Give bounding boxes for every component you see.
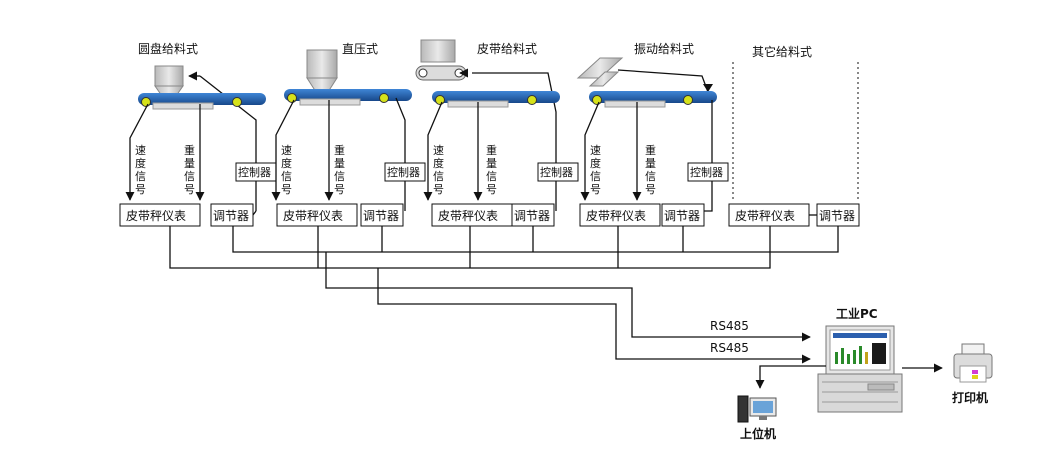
speed-signal-char: 速 — [590, 144, 601, 157]
weight-signal-char: 号 — [645, 183, 656, 196]
weight-signal-char: 重 — [184, 143, 195, 157]
speed-signal-char: 速 — [433, 144, 444, 157]
speed-signal-char: 信 — [281, 170, 292, 183]
speed-signal-char: 号 — [590, 183, 601, 196]
printer: 打印机 — [952, 343, 993, 405]
feeder-title: 皮带给料式 — [477, 42, 537, 56]
pc-chassis — [817, 373, 903, 413]
hopper — [306, 49, 338, 79]
roller-left — [141, 97, 151, 107]
roller-left — [435, 95, 445, 105]
scale-instrument-box — [579, 203, 661, 227]
feeder-unit-belt: 皮带给料式 速 度 信 号 重 量 信 号 控制器 皮带秤仪表 调节器 — [415, 39, 579, 227]
weight-signal-char: 重 — [486, 143, 497, 157]
speed-signal-char: 号 — [135, 183, 146, 196]
feeder-title: 圆盘给料式 — [138, 41, 198, 56]
feeder-unit-other: 其它给料式 皮带秤仪表 调节器 — [728, 44, 860, 227]
regulator-label: 调节器 — [363, 209, 399, 223]
weight-signal-char: 重 — [645, 143, 656, 157]
rs485-label: RS485 — [710, 341, 749, 355]
controller-box — [687, 162, 729, 182]
scale-instrument-box — [276, 203, 358, 227]
upper-computer: 上位机 — [737, 395, 777, 441]
vibrating-chute — [576, 57, 624, 79]
weight-signal-char: 量 — [334, 157, 345, 170]
speed-signal-char: 信 — [433, 170, 444, 183]
speed-signal-char: 信 — [590, 170, 601, 183]
roller-right — [232, 97, 242, 107]
regulator-label: 调节器 — [664, 209, 700, 223]
rs485-label: RS485 — [710, 319, 749, 333]
feeder-title: 振动给料式 — [634, 42, 694, 56]
controller-box — [537, 162, 579, 182]
weight-signal-char: 号 — [334, 183, 345, 196]
weight-signal-char: 信 — [645, 170, 656, 183]
scale-instrument-label: 皮带秤仪表 — [126, 209, 186, 223]
regulator-label: 调节器 — [514, 209, 550, 223]
tower — [737, 395, 749, 423]
weight-signal-char: 号 — [184, 183, 195, 196]
weight-signal-char: 重 — [334, 143, 345, 157]
scale-instrument-box — [119, 203, 201, 227]
roller-right — [527, 95, 537, 105]
scale-instrument-label: 皮带秤仪表 — [283, 209, 343, 223]
speed-signal-char: 信 — [135, 170, 146, 183]
bus-wiring — [169, 226, 839, 364]
roller-right — [379, 93, 389, 103]
speed-signal-char: 速 — [135, 144, 146, 157]
speed-signal-char: 度 — [135, 156, 146, 170]
speed-signal-char: 号 — [281, 183, 292, 196]
weight-signal-char: 信 — [486, 170, 497, 183]
scale-instrument-label: 皮带秤仪表 — [735, 209, 795, 223]
weight-signal-char: 信 — [334, 170, 345, 183]
controller-label: 控制器 — [238, 165, 271, 179]
feeder-title: 直压式 — [342, 42, 378, 56]
upper-computer-label: 上位机 — [740, 426, 776, 441]
speed-signal-char: 度 — [590, 156, 601, 170]
roller-left — [287, 93, 297, 103]
scale-instrument-label: 皮带秤仪表 — [586, 209, 646, 223]
speed-signal-char: 度 — [433, 156, 444, 170]
roller-right — [683, 95, 693, 105]
speed-signal-char: 度 — [281, 156, 292, 170]
controller-label: 控制器 — [690, 165, 723, 179]
weight-signal-char: 量 — [645, 157, 656, 170]
weight-signal-char: 信 — [184, 170, 195, 183]
weight-signal-char: 量 — [184, 157, 195, 170]
industrial-pc: 工业PC — [755, 306, 943, 413]
controller-label: 控制器 — [540, 165, 573, 179]
weight-signal-char: 量 — [486, 157, 497, 170]
hopper — [420, 39, 456, 63]
hopper — [154, 65, 184, 87]
weight-signal-char: 号 — [486, 183, 497, 196]
feeder-unit-vibrating: 振动给料式 速 度 信 号 重 量 信 号 控制器 皮带秤仪表 调节器 — [576, 42, 729, 227]
controller-box — [384, 162, 426, 182]
regulator-label: 调节器 — [819, 209, 855, 223]
feeder-unit-direct: 直压式 速 度 信 号 重 量 信 号 控制器 皮带秤仪表 调节器 — [271, 42, 426, 227]
feeder-title: 其它给料式 — [752, 44, 812, 59]
speed-signal-char: 号 — [433, 183, 444, 196]
printer-label: 打印机 — [952, 390, 988, 405]
feeder-unit-disc: 圆盘给料式 速 度 信 号 重 量 信 号 控制器 皮带秤仪表 调节器 — [119, 41, 277, 227]
speed-signal-char: 速 — [281, 144, 292, 157]
controller-label: 控制器 — [387, 165, 420, 179]
roller-left — [592, 95, 602, 105]
regulator-label: 调节器 — [213, 209, 249, 223]
pc-label: 工业PC — [836, 306, 878, 321]
scale-instrument-label: 皮带秤仪表 — [438, 209, 498, 223]
